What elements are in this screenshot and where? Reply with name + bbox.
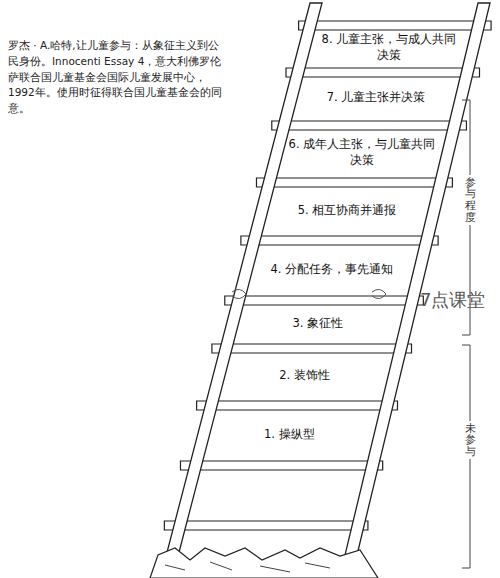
- rope-knot: [232, 289, 386, 298]
- range-bracket: [462, 100, 470, 568]
- rung-label: 6. 成年人主张，与儿童共同决策: [288, 137, 435, 168]
- rung-label: 1. 操纵型: [213, 427, 367, 443]
- watermark: 7点课堂: [420, 288, 485, 312]
- range-label: 未参与: [465, 421, 476, 460]
- rung-label: 5. 相互协商并通报: [273, 203, 422, 219]
- ladder-rung: [164, 521, 368, 530]
- range-label: 参与程度: [465, 175, 476, 225]
- rung-label: 7. 儿童主张并决策: [303, 90, 449, 106]
- ladder-rung: [256, 178, 452, 187]
- rung-label: 2. 装饰性: [228, 368, 380, 384]
- citation-note: 罗杰 · A.哈特,让儿童参与：从象征主义到公民身份。Innocenti Ess…: [8, 38, 226, 117]
- ladder-rung: [197, 401, 398, 410]
- rung-label: 8. 儿童主张，与成人共同决策: [316, 32, 461, 63]
- ladder-rung: [180, 461, 382, 470]
- ladder-rung: [299, 21, 491, 30]
- ladder-rung: [241, 236, 438, 245]
- rung-label: 4. 分配任务，事先通知: [257, 262, 407, 278]
- ladder-rung: [225, 296, 424, 305]
- rung-label: 3. 象征性: [242, 316, 393, 332]
- ladder-rung: [212, 344, 412, 353]
- ladder-rung: [272, 121, 467, 130]
- ground-rocks: [150, 548, 378, 578]
- rock-texture: [165, 562, 330, 572]
- ladder-rung: [286, 68, 479, 77]
- ladder-rail: [345, 3, 490, 555]
